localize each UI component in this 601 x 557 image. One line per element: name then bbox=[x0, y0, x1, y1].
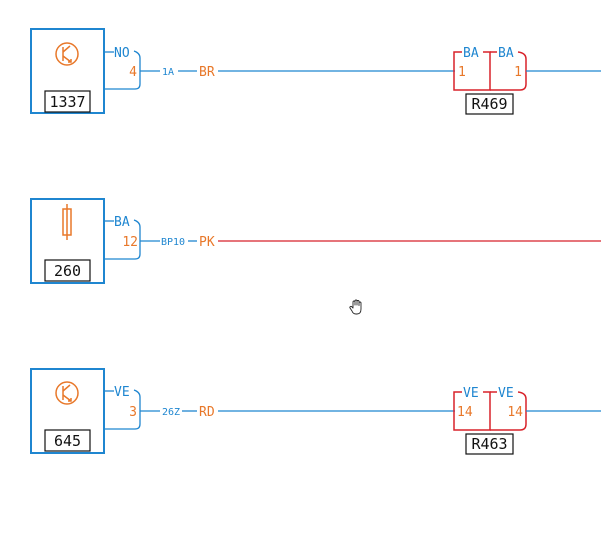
connector-left-pin: 1 bbox=[458, 65, 466, 80]
transistor-icon bbox=[55, 42, 79, 66]
component-ref: 1337 bbox=[49, 93, 85, 111]
connector-right-pin: 14 bbox=[507, 405, 523, 420]
connector-R463[interactable]: VE VE 14 14 R463 bbox=[453, 386, 527, 455]
conn-color-label: VE bbox=[114, 385, 130, 400]
component-box-645[interactable] bbox=[30, 368, 105, 454]
connector-right-pin: 1 bbox=[514, 65, 522, 80]
wire-id: 26Z bbox=[162, 407, 180, 418]
component-box-260[interactable] bbox=[30, 198, 105, 284]
pin-number: 4 bbox=[129, 65, 137, 80]
connector-right-color: BA bbox=[498, 46, 514, 61]
component-ref: 260 bbox=[54, 262, 81, 280]
fuse-icon bbox=[62, 204, 72, 240]
connector-R469[interactable]: BA BA 1 1 R469 bbox=[453, 46, 527, 115]
circuit-row-3: 645 VE 3 26Z RD VE VE 14 14 R463 bbox=[30, 368, 601, 455]
connector-left-pin: 14 bbox=[457, 405, 473, 420]
wire-id: 1A bbox=[162, 67, 174, 78]
wire-color: PK bbox=[199, 235, 215, 250]
circuit-row-2: 260 BA 12 BP10 PK bbox=[30, 198, 601, 284]
pin-number: 12 bbox=[122, 235, 138, 250]
wire-color: RD bbox=[199, 405, 215, 420]
connector-right-color: VE bbox=[498, 386, 514, 401]
connector-left-color: VE bbox=[463, 386, 479, 401]
pin-number: 3 bbox=[129, 405, 137, 420]
component-ref-box bbox=[44, 90, 91, 113]
component-box-1337[interactable] bbox=[30, 28, 105, 114]
connector-ref: R463 bbox=[471, 435, 507, 453]
conn-color-label: BA bbox=[114, 215, 130, 230]
transistor-icon bbox=[55, 381, 79, 405]
conn-color-label: NO bbox=[114, 46, 130, 61]
connector-left-color: BA bbox=[463, 46, 479, 61]
hand-grab-icon bbox=[349, 299, 362, 315]
connector-ref: R469 bbox=[471, 95, 507, 113]
circuit-row-1: 1337 NO 4 1A BR BA BA 1 1 R469 bbox=[30, 28, 601, 115]
wire-color: BR bbox=[199, 65, 215, 80]
component-ref-box bbox=[44, 259, 91, 282]
component-ref-box bbox=[44, 429, 91, 452]
component-ref: 645 bbox=[54, 432, 81, 450]
wire-id: BP10 bbox=[161, 237, 185, 248]
